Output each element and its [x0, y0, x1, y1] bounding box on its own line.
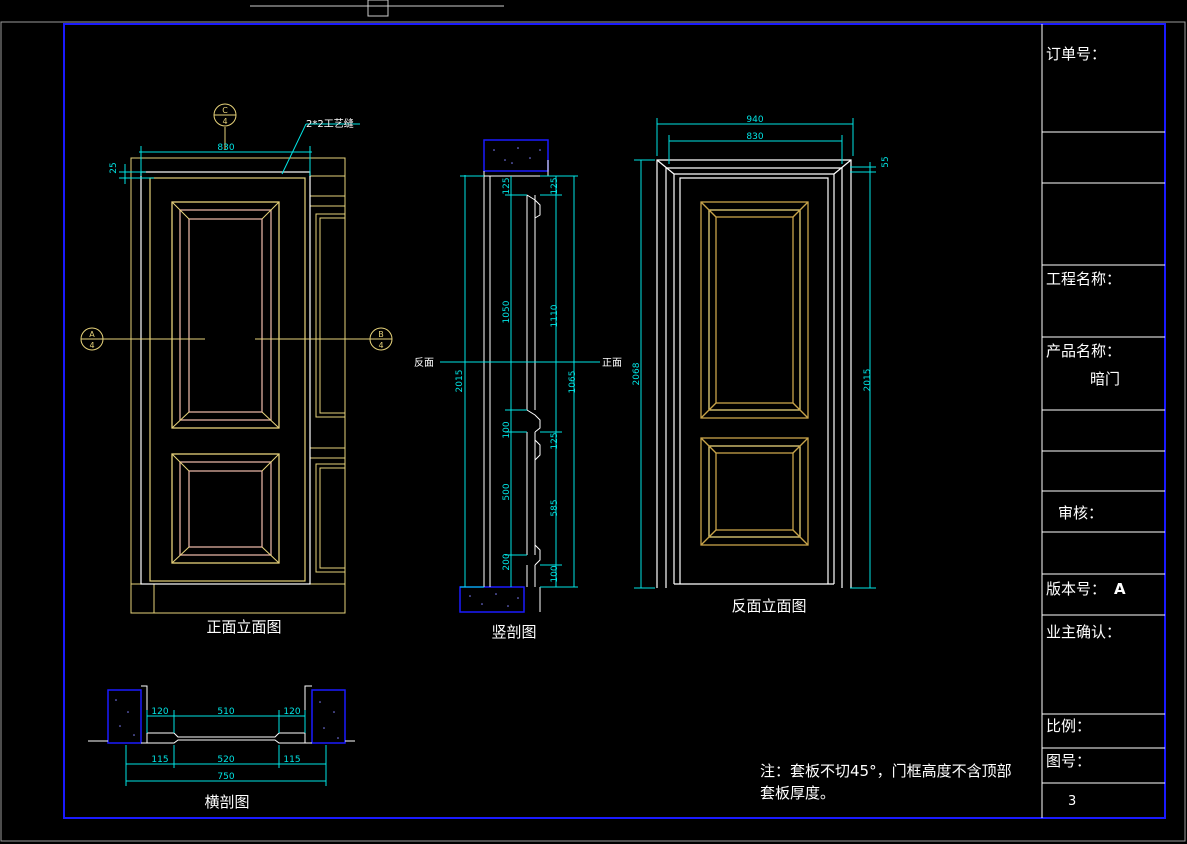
- section-dim-125-right-mid: 125: [550, 432, 560, 449]
- top-wall-block: [483, 139, 549, 172]
- horizontal-section-view: 120 510 120 115 520 115 750 横剖图: [88, 685, 355, 811]
- drawing-note: 注：套板不切45°，门框高度不含顶部 套板厚度。: [760, 762, 1012, 802]
- front-elevation-title: 正面立面图: [206, 618, 281, 636]
- front-door-leaf: [149, 177, 306, 582]
- sheet-number: 3: [1068, 794, 1076, 809]
- vertical-section-title: 竖剖图: [491, 623, 536, 641]
- version-value: A: [1114, 580, 1126, 598]
- hsec-dim-120-left: 120: [151, 707, 168, 717]
- section-c-sheet: 4: [222, 117, 227, 126]
- section-c-letter: C: [222, 106, 228, 115]
- back-dim-inner-width: 830: [746, 132, 763, 142]
- section-dim-total-left: 2015: [455, 370, 465, 393]
- note-line-2: 套板厚度。: [760, 784, 835, 802]
- hsec-dim-520: 520: [217, 755, 234, 765]
- door-section-profile: [483, 160, 549, 612]
- section-b-sheet: 4: [378, 341, 383, 350]
- section-a-letter: A: [89, 330, 95, 339]
- front-lower-panel: [171, 453, 280, 564]
- hsec-dim-115-left: 115: [151, 755, 168, 765]
- section-marker-b: B 4: [369, 327, 393, 351]
- outer-sheet-border: [0, 21, 1186, 842]
- section-b-letter: B: [378, 330, 384, 339]
- version-label: 版本号：: [1046, 580, 1106, 598]
- back-lower-panel: [700, 437, 809, 546]
- note-line-1: 注：套板不切45°，门框高度不含顶部: [760, 762, 1012, 780]
- section-marker-c: C 4: [213, 103, 237, 127]
- horizontal-profile: [88, 685, 355, 744]
- section-marker-a: A 4: [80, 327, 104, 351]
- drawing-no-label: 图号：: [1046, 752, 1091, 770]
- section-dim-585: 585: [550, 499, 560, 516]
- back-dimensions: [634, 118, 876, 589]
- back-dim-height-left: 2068: [632, 362, 642, 385]
- groove-note: 2*2工艺缝: [306, 117, 354, 130]
- front-door-frame: [140, 171, 311, 585]
- front-upper-panel: [171, 201, 280, 429]
- section-dim-1110: 1110: [550, 304, 560, 327]
- back-elevation-title: 反面立面图: [731, 597, 806, 615]
- section-dim-200: 200: [502, 553, 512, 570]
- bottom-floor-block: [459, 586, 525, 613]
- front-elevation-view: C 4 A 4 B 4 830 25 2: [80, 103, 393, 636]
- hsec-dim-115-right: 115: [283, 755, 300, 765]
- back-elevation-view: 940 830 55 2068 2015 反面立面图: [632, 115, 891, 615]
- hsec-dim-750: 750: [217, 772, 234, 782]
- right-wall-block: [311, 689, 346, 744]
- section-dim-100-right-bottom: 100: [550, 565, 560, 582]
- drawing-frame-border: [63, 23, 1166, 819]
- top-ruler-marker: [367, 0, 389, 17]
- scale-label: 比例：: [1046, 717, 1091, 735]
- review-label: 审核：: [1058, 504, 1103, 522]
- left-wall-block: [107, 689, 142, 744]
- section-dim-500: 500: [502, 483, 512, 500]
- section-dim-125-right-top: 125: [550, 177, 560, 194]
- section-dim-1065: 1065: [568, 371, 578, 394]
- hsec-dim-120-right: 120: [283, 707, 300, 717]
- product-name-value: 暗门: [1090, 370, 1120, 388]
- horizontal-section-title: 横剖图: [204, 793, 249, 811]
- section-dim-1050: 1050: [502, 300, 512, 323]
- back-upper-panel: [700, 201, 809, 419]
- hsec-dim-510: 510: [217, 707, 234, 717]
- section-a-sheet: 4: [89, 341, 94, 350]
- section-label-back: 反面: [414, 357, 434, 369]
- order-no-label: 订单号：: [1046, 45, 1106, 63]
- back-dim-outer-width: 940: [746, 115, 763, 125]
- owner-confirm-label: 业主确认：: [1046, 623, 1121, 641]
- front-dim-side: 25: [109, 162, 119, 173]
- section-dim-125-top: 125: [502, 177, 512, 194]
- section-dim-100: 100: [502, 421, 512, 438]
- product-name-label: 产品名称：: [1046, 342, 1121, 360]
- back-dim-side: 55: [881, 156, 891, 167]
- section-label-front: 正面: [602, 358, 622, 369]
- back-dim-height-right: 2015: [863, 369, 873, 392]
- front-dim-width: 830: [217, 143, 234, 153]
- title-block: [1041, 24, 1165, 818]
- project-name-label: 工程名称：: [1046, 270, 1121, 288]
- vertical-section-view: 反面 正面 2015 125 1050 100 500 200: [414, 139, 622, 641]
- front-dimensions: [119, 123, 360, 184]
